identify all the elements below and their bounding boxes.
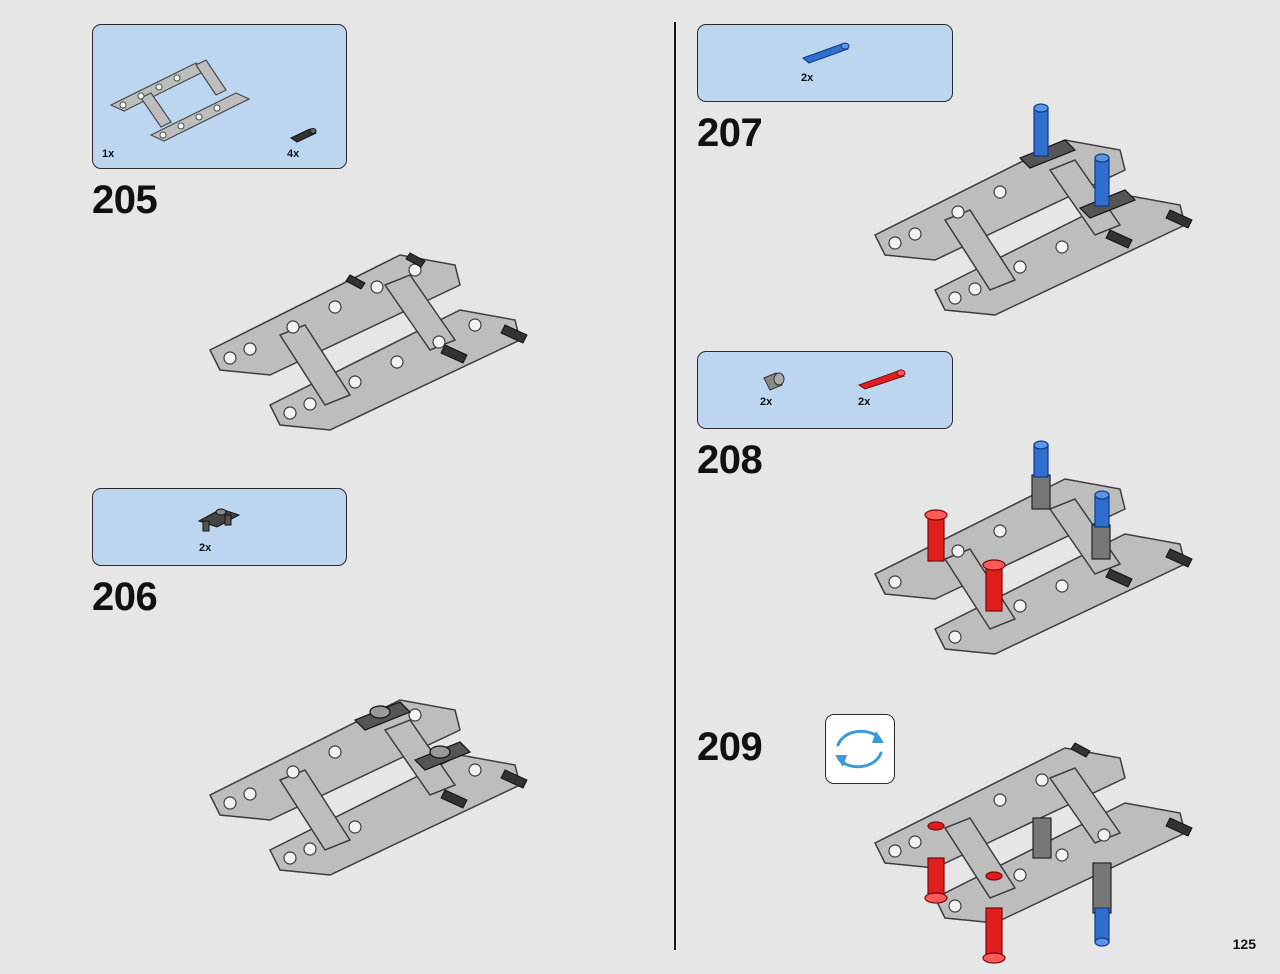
rotate-model-box — [825, 714, 895, 784]
parts-box-208: 2x 2x — [697, 351, 953, 429]
black-pin-part-icon — [289, 128, 318, 143]
qty-blue-axle-pin: 2x — [801, 72, 814, 84]
qty-frame: 1x — [102, 148, 115, 160]
step-number-206: 206 — [92, 575, 158, 619]
page-divider — [674, 22, 676, 950]
model-step-206 — [208, 699, 528, 876]
parts-box-207: 2x — [697, 24, 953, 102]
step-number-209: 209 — [697, 725, 763, 769]
frame-part-icon — [109, 59, 251, 142]
gray-bush-part-icon — [763, 372, 785, 391]
qty-black-pin: 4x — [287, 148, 300, 160]
step-number-205: 205 — [92, 178, 158, 222]
qty-gray-bush: 2x — [760, 396, 773, 408]
black-bracket-part-icon — [197, 508, 241, 532]
red-axle-part-icon — [857, 369, 906, 390]
model-step-205 — [208, 252, 528, 431]
model-step-207 — [873, 103, 1193, 316]
rotate-model-icon — [835, 729, 884, 769]
page-number: 125 — [1232, 936, 1256, 952]
qty-black-bracket: 2x — [199, 542, 212, 554]
qty-red-axle: 2x — [858, 396, 871, 408]
step-number-207: 207 — [697, 111, 763, 155]
step-number-208: 208 — [697, 438, 763, 482]
model-step-209 — [873, 742, 1193, 964]
model-step-208 — [873, 440, 1193, 655]
parts-box-206: 2x — [92, 488, 347, 566]
blue-axle-pin-part-icon — [802, 42, 850, 64]
parts-box-205: 1x 4x — [92, 24, 347, 169]
